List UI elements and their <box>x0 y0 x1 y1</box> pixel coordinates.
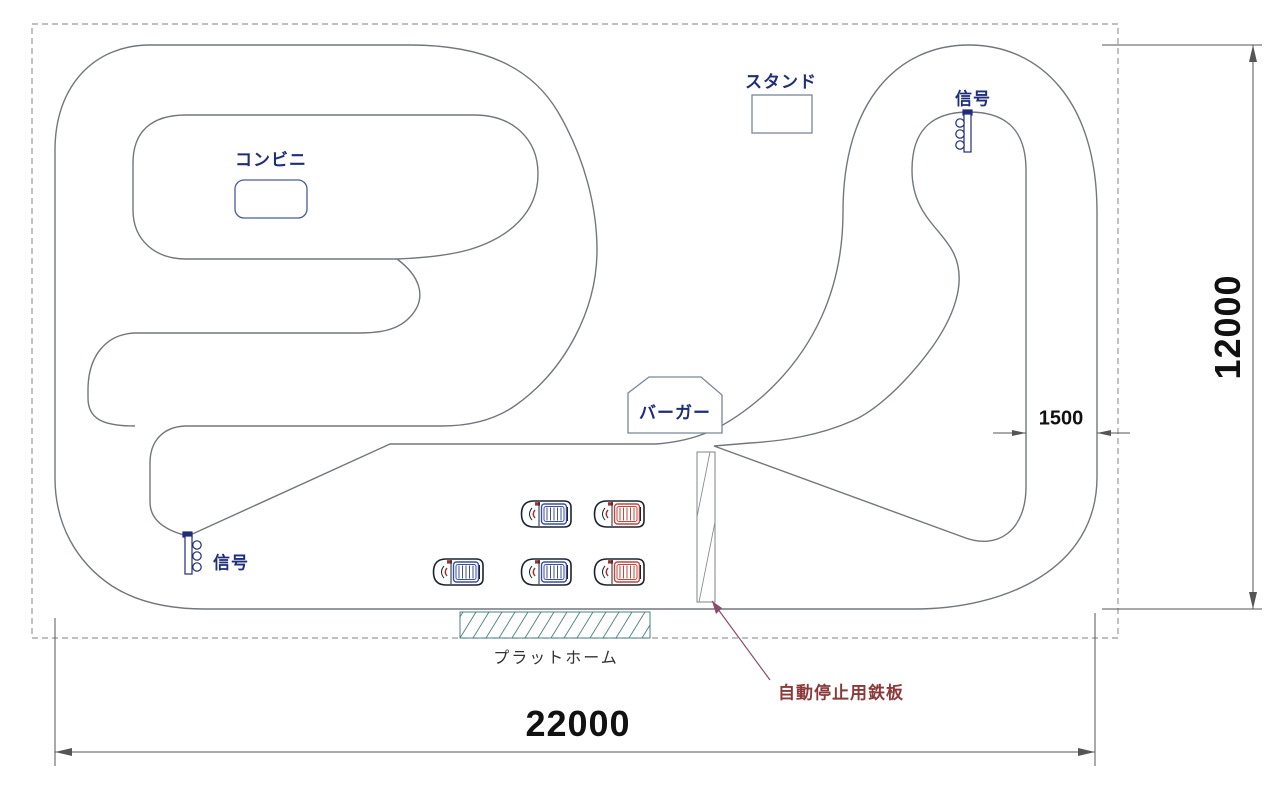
convenience-store-building <box>234 179 308 219</box>
track-edge-middle-band <box>87 258 421 427</box>
platform-hatch-lines <box>459 611 651 639</box>
dimension-lines <box>54 44 1262 766</box>
car-icon <box>432 558 484 586</box>
track-edge-inner-right <box>713 111 1027 542</box>
dimension-track-width-value: 1500 <box>1038 407 1084 430</box>
stand-building <box>751 94 813 134</box>
steel-plate-leader-arrow <box>711 600 771 681</box>
traffic-signal-top-icon <box>955 109 973 153</box>
car-icon <box>520 558 572 586</box>
signal-bottom-label: 信号 <box>213 553 249 573</box>
car-icon <box>520 500 572 528</box>
track-outline-group <box>54 44 1098 610</box>
track-edge-top-s <box>149 44 598 537</box>
signal-top-label: 信号 <box>955 89 991 109</box>
traffic-signal-bottom-icon <box>182 531 202 575</box>
stand-label: スタンド <box>745 72 817 92</box>
parked-cars-group <box>432 500 645 586</box>
track-edge-outer <box>54 44 1098 610</box>
dimension-width-value: 22000 <box>525 703 631 744</box>
car-icon <box>593 500 645 528</box>
dimension-height-value: 12000 <box>1207 274 1248 380</box>
platform-area <box>459 611 651 639</box>
burger-building <box>627 376 723 434</box>
track-edge-inner-loop <box>132 114 539 260</box>
steel-plate-hatch-lines <box>696 451 716 603</box>
platform-label: プラットホーム <box>493 650 619 667</box>
steel-plate-label: 自動停止用鉄板 <box>778 683 904 703</box>
car-icon <box>593 558 645 586</box>
convenience-store-label: コンビニ <box>235 150 307 170</box>
steel-plate <box>696 451 716 603</box>
burger-label: バーガー <box>639 403 711 423</box>
